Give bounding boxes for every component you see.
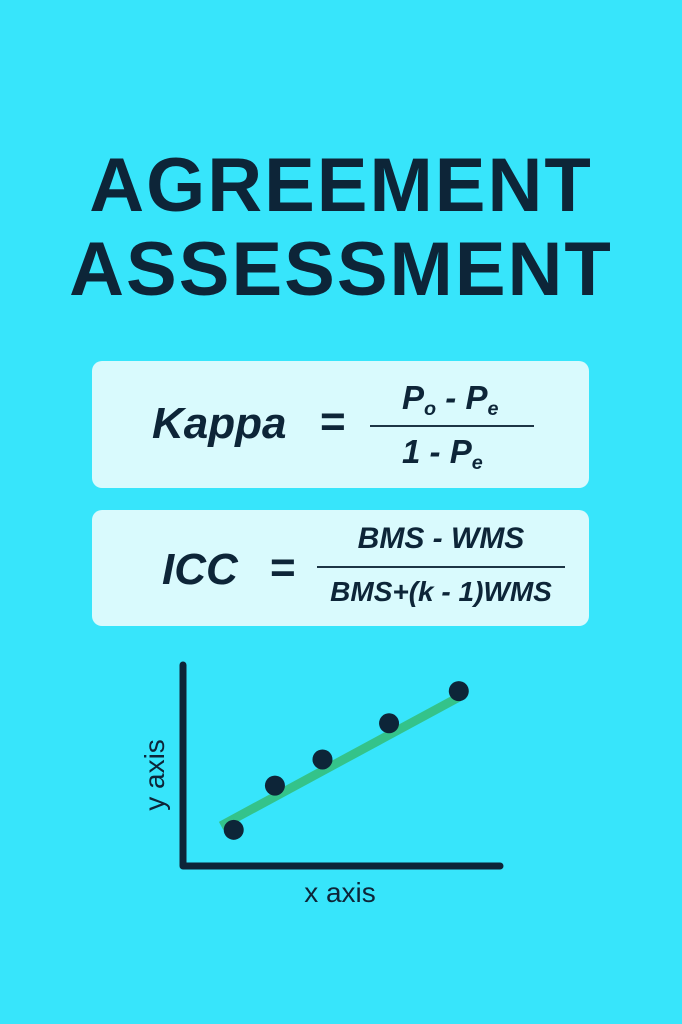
- chart-axes: [179, 661, 504, 870]
- kappa-numerator: Po - Pe: [402, 379, 499, 420]
- data-point-5: [448, 681, 469, 702]
- kappa-equals: =: [320, 397, 346, 446]
- kappa-fraction-bar: [370, 425, 534, 427]
- x-axis-label: x axis: [304, 877, 376, 908]
- trend-line: [218, 693, 461, 830]
- data-point-3: [312, 749, 333, 770]
- title-line-2: ASSESSMENT: [69, 227, 613, 312]
- icc-denominator: BMS+(k - 1)WMS: [330, 576, 552, 607]
- data-point-1: [223, 819, 244, 840]
- icc-equals: =: [270, 543, 296, 592]
- kappa-denominator: 1 - Pe: [402, 433, 483, 474]
- data-point-2: [264, 775, 285, 796]
- data-point-4: [379, 713, 400, 734]
- icc-fraction-bar: [317, 566, 565, 568]
- icc-numerator: BMS - WMS: [357, 522, 525, 555]
- icc-formula-card: ICC = BMS - WMS BMS+(k - 1)WMS: [92, 510, 589, 626]
- title-line-1: AGREEMENT: [89, 143, 593, 228]
- kappa-label: Kappa: [152, 399, 287, 448]
- icc-label: ICC: [162, 545, 238, 594]
- kappa-formula-card: Kappa = Po - Pe 1 - Pe: [92, 361, 589, 488]
- y-axis-label: y axis: [139, 739, 170, 811]
